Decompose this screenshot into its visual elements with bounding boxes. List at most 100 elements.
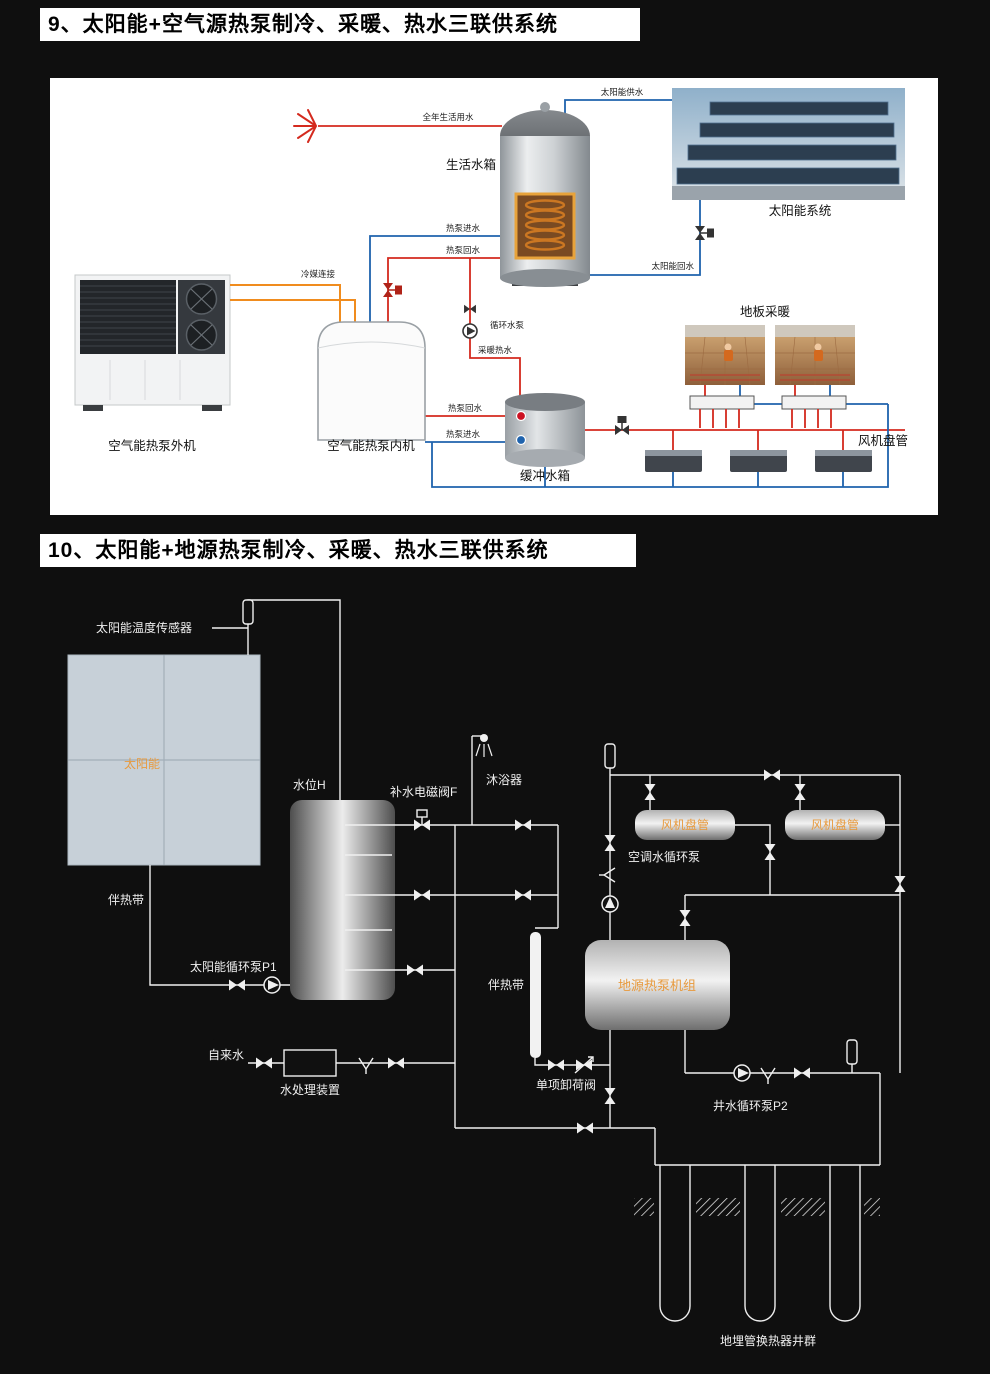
shower-icon bbox=[472, 734, 493, 757]
section10-title: 10、太阳能+地源热泵制冷、采暖、热水三联供系统 bbox=[48, 539, 549, 562]
label-water-treatment: 水处理装置 bbox=[280, 1083, 340, 1097]
label-hp-inlet-bottom: 热泵进水 bbox=[446, 429, 481, 439]
label-solar-collector: 太阳能 bbox=[124, 756, 160, 771]
label-hp-return-top: 热泵回水 bbox=[446, 245, 481, 255]
solenoid-valve-icon bbox=[694, 225, 715, 241]
label-annual-domestic-water: 全年生活用水 bbox=[422, 112, 474, 122]
ground-loop-utube bbox=[744, 1164, 776, 1322]
valve-icon bbox=[388, 1057, 404, 1069]
solar-collector bbox=[67, 654, 261, 866]
valve-icon bbox=[604, 835, 616, 851]
label-buffer-tank: 缓冲水箱 bbox=[520, 468, 570, 483]
valve-icon bbox=[644, 784, 656, 800]
motor-valve-icon bbox=[382, 282, 403, 298]
valve-icon bbox=[515, 889, 531, 901]
refrigerant-pipes bbox=[230, 284, 356, 322]
label-shower: 沐浴器 bbox=[486, 773, 522, 787]
valve-icon bbox=[764, 769, 780, 781]
valve-icon bbox=[229, 979, 245, 991]
valve-icon bbox=[679, 910, 691, 926]
gshp-unit-box bbox=[585, 940, 730, 1030]
label-fan-coil-2: 风机盘管 bbox=[811, 817, 859, 832]
label-solar-supply: 太阳能供水 bbox=[601, 87, 644, 97]
cold-port-icon bbox=[515, 434, 527, 446]
relief-valve-icon bbox=[574, 1056, 594, 1074]
strainer-icon bbox=[760, 1067, 776, 1085]
strainer-icon bbox=[598, 867, 616, 883]
valve-icon bbox=[515, 819, 531, 831]
air-source-system-diagram: 全年生活用水 生活水箱 太阳能供水 太阳能系统 热泵进水 热泵回水 太阳能回水 … bbox=[74, 87, 908, 488]
ground-hatch bbox=[634, 1198, 880, 1216]
outdoor-unit-photo bbox=[74, 274, 231, 411]
pipe-network bbox=[149, 599, 901, 1166]
label-water-level: 水位H bbox=[293, 777, 326, 792]
label-solar-pump-p1: 太阳能循环泵P1 bbox=[190, 959, 277, 974]
label-ac-water-pump: 空调水循环泵 bbox=[628, 850, 700, 864]
valve-icon bbox=[794, 784, 806, 800]
valve-icon bbox=[548, 1059, 564, 1071]
floor-heating-manifold bbox=[781, 395, 847, 429]
hot-water-pipes bbox=[318, 125, 905, 450]
ground-loop-utube bbox=[829, 1164, 861, 1322]
label-heat-trace-mid: 伴热带 bbox=[488, 978, 524, 992]
label-indoor-unit: 空气能热泵内机 bbox=[327, 438, 415, 453]
valve-icon bbox=[256, 1057, 272, 1069]
section9-title-bar: 9、太阳能+空气源热泵制冷、采暖、热水三联供系统 bbox=[40, 8, 640, 41]
hot-port-icon bbox=[515, 410, 527, 422]
section9-diagram-panel: 全年生活用水 生活水箱 太阳能供水 太阳能系统 热泵进水 热泵回水 太阳能回水 … bbox=[50, 78, 938, 515]
label-circulation-pump: 循环水泵 bbox=[490, 320, 525, 330]
label-solar-temp-sensor: 太阳能温度传感器 bbox=[96, 620, 192, 635]
fan-coil-box-2 bbox=[785, 810, 885, 840]
pump-p1-icon bbox=[263, 976, 281, 994]
valve-icon bbox=[577, 1122, 593, 1134]
valve-icon bbox=[604, 1088, 616, 1104]
label-floor-heating: 地板采暖 bbox=[740, 305, 791, 319]
floor-heating-manifold bbox=[689, 395, 755, 429]
label-fan-coil: 风机盘管 bbox=[858, 433, 908, 448]
label-solar-system: 太阳能系统 bbox=[769, 203, 832, 218]
valve-icon bbox=[764, 844, 776, 860]
section10-diagram-area: 太阳能温度传感器 太阳能 伴热带 水位H 补水电磁阀F 沐浴器 太阳能循环泵P1… bbox=[0, 584, 990, 1374]
well-sensor-icon bbox=[846, 1039, 858, 1065]
label-heating-hot-water: 采暖热水 bbox=[478, 345, 513, 355]
label-well-pump-p2: 井水循环泵P2 bbox=[713, 1099, 788, 1113]
pump-p2-icon bbox=[733, 1064, 751, 1082]
label-gshp-unit: 地源热泵机组 bbox=[618, 978, 696, 993]
label-outdoor-unit: 空气能热泵外机 bbox=[108, 438, 196, 453]
floor-heating-photo-2 bbox=[774, 324, 856, 386]
circulation-pump-icon bbox=[462, 323, 478, 339]
section10-title-bar: 10、太阳能+地源热泵制冷、采暖、热水三联供系统 bbox=[40, 534, 636, 567]
label-heat-trace-left: 伴热带 bbox=[108, 893, 144, 907]
section9-title: 9、太阳能+空气源热泵制冷、采暖、热水三联供系统 bbox=[48, 13, 558, 36]
floor-heating-photo-1 bbox=[684, 324, 766, 386]
solenoid-valve-icon bbox=[614, 415, 630, 436]
hot-water-storage-tank bbox=[290, 800, 395, 1000]
label-makeup-solenoid-valve: 补水电磁阀F bbox=[390, 784, 457, 799]
valve-icon bbox=[414, 889, 430, 901]
domestic-water-tank bbox=[500, 102, 590, 287]
water-spray-icon bbox=[293, 109, 317, 143]
valve-icon bbox=[794, 1067, 810, 1079]
water-treatment-box bbox=[283, 1049, 337, 1077]
label-solar-return: 太阳能回水 bbox=[651, 261, 694, 271]
label-domestic-tank: 生活水箱 bbox=[446, 157, 496, 172]
ground-source-system-diagram: 太阳能温度传感器 太阳能 伴热带 水位H 补水电磁阀F 沐浴器 太阳能循环泵P1… bbox=[67, 599, 906, 1348]
valve-icon bbox=[894, 876, 906, 892]
label-refrigerant-link: 冷媒连接 bbox=[301, 269, 336, 279]
expansion-sensor-icon bbox=[604, 743, 616, 769]
heat-trace-band bbox=[530, 932, 541, 1058]
valve-icon bbox=[407, 964, 423, 976]
ac-pump-icon bbox=[601, 895, 619, 913]
label-hp-return-bottom: 热泵回水 bbox=[448, 403, 483, 413]
fan-coil-unit bbox=[730, 450, 787, 472]
cold-water-pipes bbox=[369, 99, 889, 488]
solenoid-valve-icon bbox=[413, 809, 431, 832]
strainer-icon bbox=[358, 1057, 374, 1075]
solar-panels-photo bbox=[672, 88, 905, 200]
label-relief-valve: 单项卸荷阀 bbox=[536, 1077, 596, 1092]
label-hp-inlet-top: 热泵进水 bbox=[446, 223, 481, 233]
indoor-unit-tank bbox=[317, 321, 426, 441]
label-fan-coil-1: 风机盘管 bbox=[661, 817, 709, 832]
label-tap-water: 自来水 bbox=[208, 1048, 244, 1062]
ground-loop-utube bbox=[659, 1164, 691, 1322]
